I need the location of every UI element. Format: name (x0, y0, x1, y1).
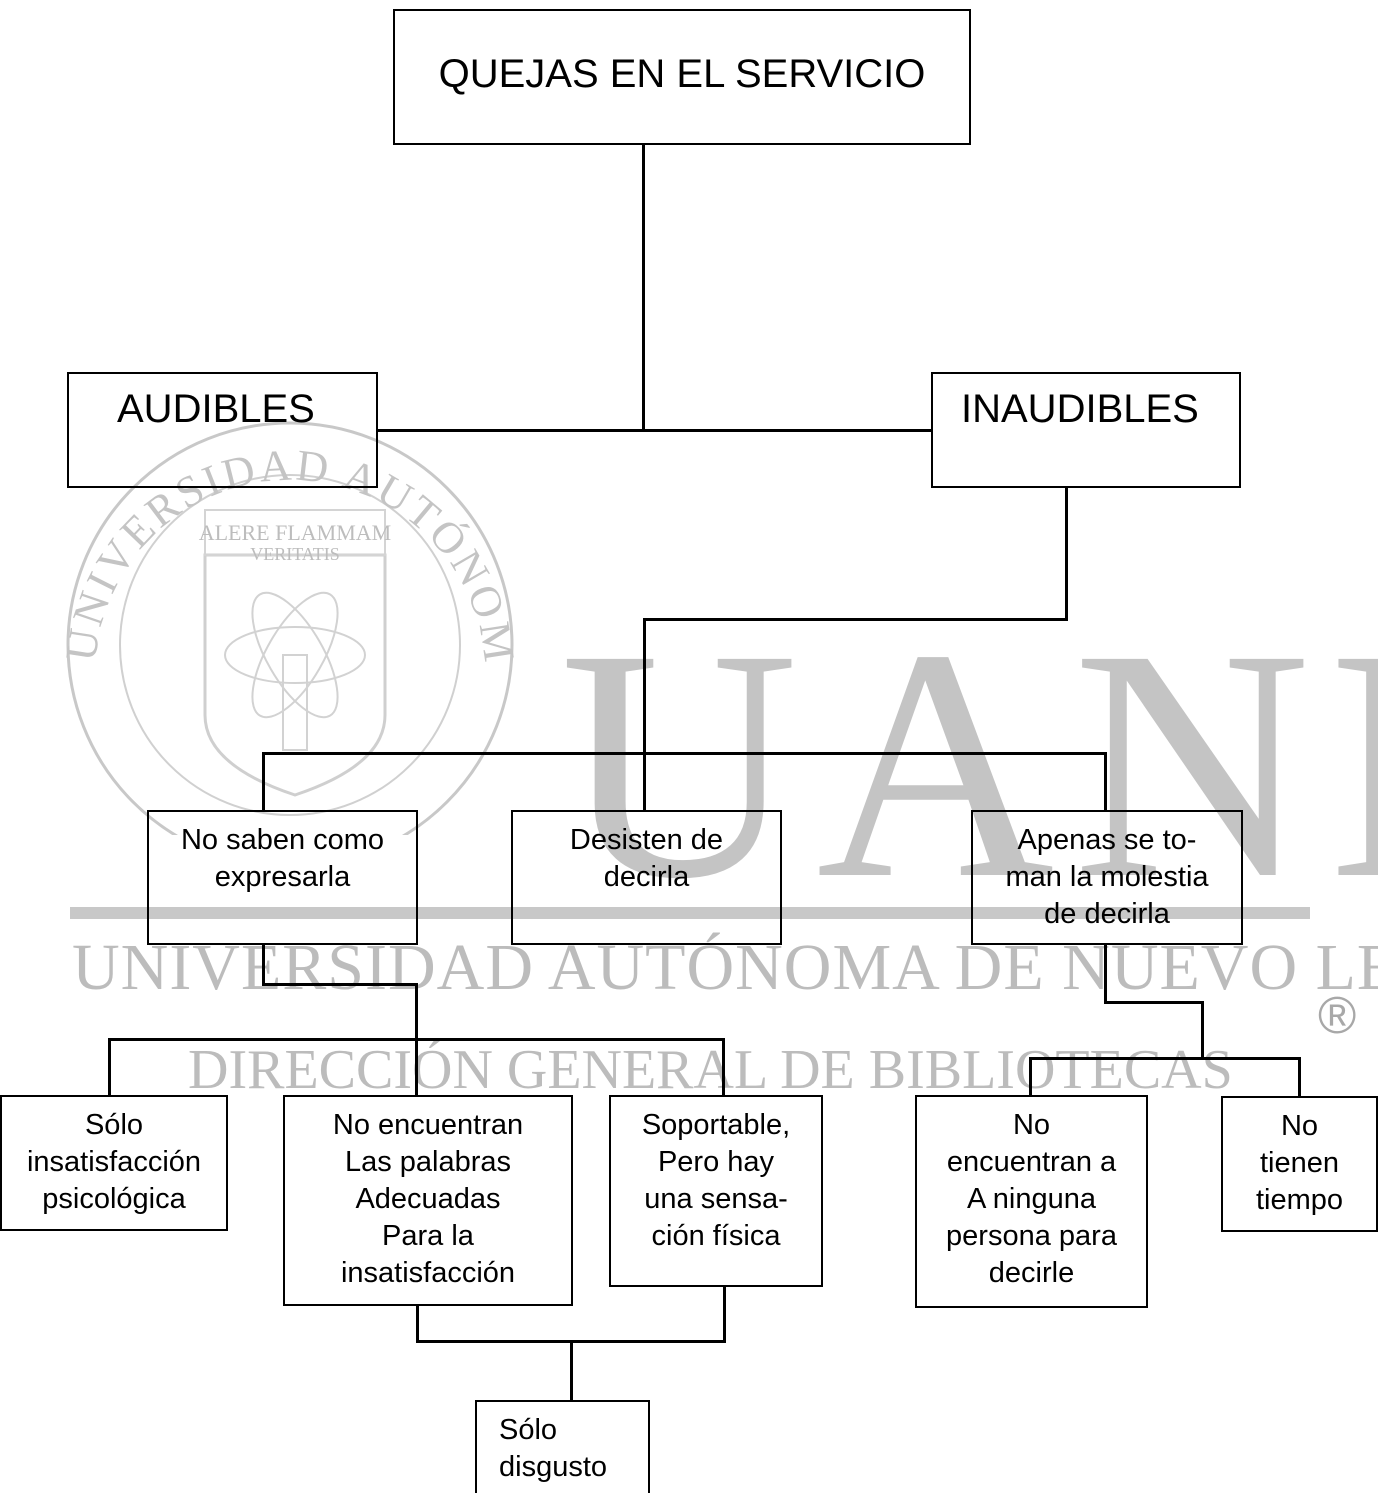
audibles-box: AUDIBLES (67, 372, 378, 488)
connector-line (1065, 486, 1068, 621)
connector-line (262, 944, 265, 986)
seal-motto-2: VERITATIS (250, 544, 340, 564)
connector-line (1104, 1001, 1204, 1004)
connector-line (262, 752, 265, 811)
connector-line (642, 143, 645, 432)
connector-line (1104, 944, 1107, 1004)
connector-line (643, 618, 1068, 621)
connector-line (722, 1038, 725, 1096)
connector-line (1029, 1057, 1301, 1060)
no-saben-box: No saben como expresarla (147, 810, 418, 945)
solo-disgusto-box: Sólo disgusto (475, 1400, 650, 1493)
connector-line (416, 1305, 419, 1343)
desisten-box: Desisten de decirla (511, 810, 782, 945)
library-directorate-watermark: DIRECCIÓN GENERAL DE BIBLIOTECAS (188, 1039, 1233, 1101)
connector-line (376, 429, 932, 432)
connector-line (570, 1340, 573, 1402)
university-seal-watermark: UNIVERSIDAD AUTÓNOMA DE NUEVO LEÓN ALERE… (55, 415, 521, 835)
connector-line (108, 1038, 725, 1041)
connector-line (262, 752, 1107, 755)
connector-line (108, 1038, 111, 1096)
university-name-watermark: UNIVERSIDAD AUTÓNOMA DE NUEVO LEÓN (72, 931, 1378, 1004)
connector-line (1029, 1057, 1032, 1097)
connector-line (723, 1285, 726, 1343)
registered-mark: ® (1318, 987, 1357, 1045)
root-node-box: QUEJAS EN EL SERVICIO (393, 9, 971, 145)
inaudibles-box: INAUDIBLES (931, 372, 1241, 488)
solo-insatisfaccion-box: Sólo insatisfacción psicológica (0, 1095, 228, 1231)
no-encuentran-persona-box: No encuentran a A ninguna persona para d… (915, 1095, 1148, 1308)
apenas-box: Apenas se to- man la molestia de decirla (971, 810, 1243, 945)
connector-line (643, 618, 646, 811)
connector-line (1104, 752, 1107, 811)
connector-line (1201, 1001, 1204, 1060)
watermark-bar (70, 907, 1310, 919)
soportable-box: Soportable, Pero hay una sensa- ción fís… (609, 1095, 823, 1287)
seal-motto-1: ALERE FLAMMAM (199, 520, 392, 545)
connector-line (1298, 1057, 1301, 1097)
connector-line (262, 983, 418, 986)
no-tienen-tiempo-box: No tienen tiempo (1221, 1096, 1378, 1232)
no-encuentran-palabras-box: No encuentran Las palabras Adecuadas Par… (283, 1095, 573, 1306)
